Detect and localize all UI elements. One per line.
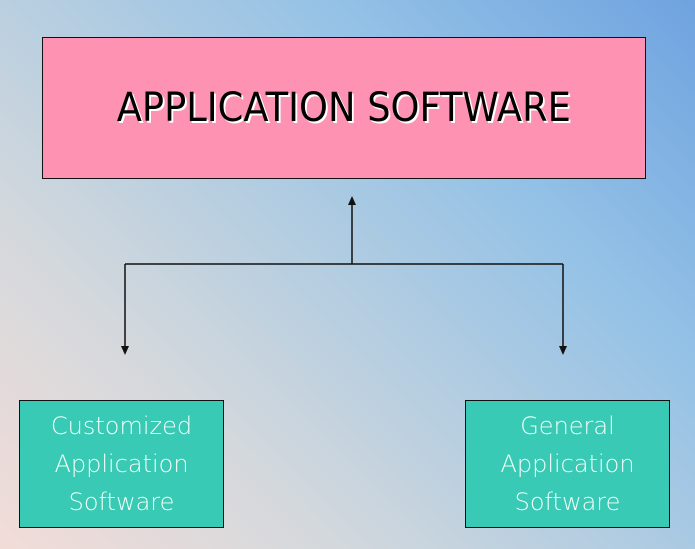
child-node-label-line: Application (500, 450, 635, 478)
child-node-label-line: General (520, 412, 615, 440)
child-node-general-application-software: General Application Software (465, 400, 670, 528)
child-node-label-line: Software (68, 488, 175, 516)
arrow-down-icon (121, 346, 129, 355)
child-node-label-line: Customized (50, 412, 193, 440)
root-node-application-software: APPLICATION SOFTWARE (42, 37, 646, 179)
arrow-up-icon (348, 196, 356, 205)
child-node-customized-application-software: Customized Application Software (19, 400, 224, 528)
child-node-label-line: Software (514, 488, 621, 516)
arrow-down-icon (559, 346, 567, 355)
child-node-label-line: Application (54, 450, 189, 478)
root-node-label: APPLICATION SOFTWARE (116, 85, 572, 131)
